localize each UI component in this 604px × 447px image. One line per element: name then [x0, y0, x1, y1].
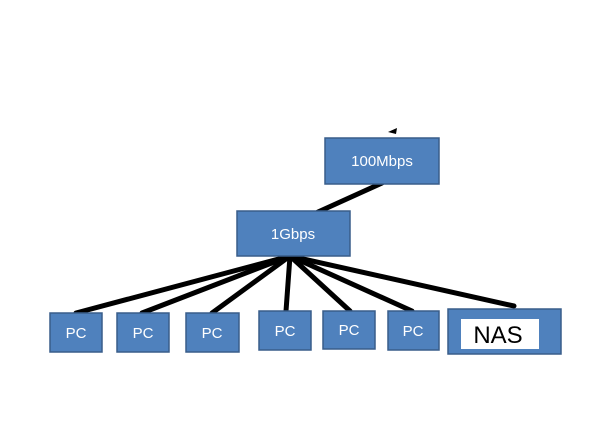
pc-box: [258, 310, 312, 351]
pc-label: PC: [133, 325, 154, 342]
link-switch-pc-3: [209, 253, 293, 316]
pc-label: PC: [66, 325, 87, 342]
pc-node-3: PC: [185, 312, 240, 353]
uplink-label: 100Mbps: [351, 153, 413, 170]
switch-box: [236, 210, 351, 257]
link-switch-pc-5: [287, 253, 353, 314]
uplink-box: [324, 137, 440, 185]
link-switch-pc-6: [287, 253, 415, 314]
pc-node-4: PC: [258, 310, 312, 351]
pc-box: [322, 310, 376, 350]
link-switch-nas: [287, 253, 517, 309]
nas-label-background: [461, 319, 539, 349]
device-links: [73, 253, 517, 316]
switch-label: 1Gbps: [271, 226, 315, 243]
nas-node: NAS: [447, 308, 562, 355]
pc-label: PC: [275, 323, 296, 340]
pc-label: PC: [339, 322, 360, 339]
pc-node-2: PC: [116, 312, 170, 353]
pc-node-6: PC: [387, 310, 440, 351]
pc-box: [116, 312, 170, 353]
pc-node-1: PC: [49, 312, 103, 353]
switch-node: 1Gbps: [236, 210, 351, 257]
pc-box: [185, 312, 240, 353]
link-switch-pc-4: [283, 253, 293, 314]
pc-box: [49, 312, 103, 353]
uplink-node: 100Mbps: [324, 137, 440, 185]
pc-label: PC: [403, 323, 424, 340]
pc-node-5: PC: [322, 310, 376, 350]
pc-label: PC: [202, 325, 223, 342]
nas-label: NAS: [473, 322, 522, 349]
uplink-tick-mark: [388, 128, 397, 134]
pc-box: [387, 310, 440, 351]
link-switch-pc-2: [139, 253, 293, 316]
link-switch-pc-1: [73, 253, 293, 316]
link-uplink-switch: [315, 180, 385, 215]
